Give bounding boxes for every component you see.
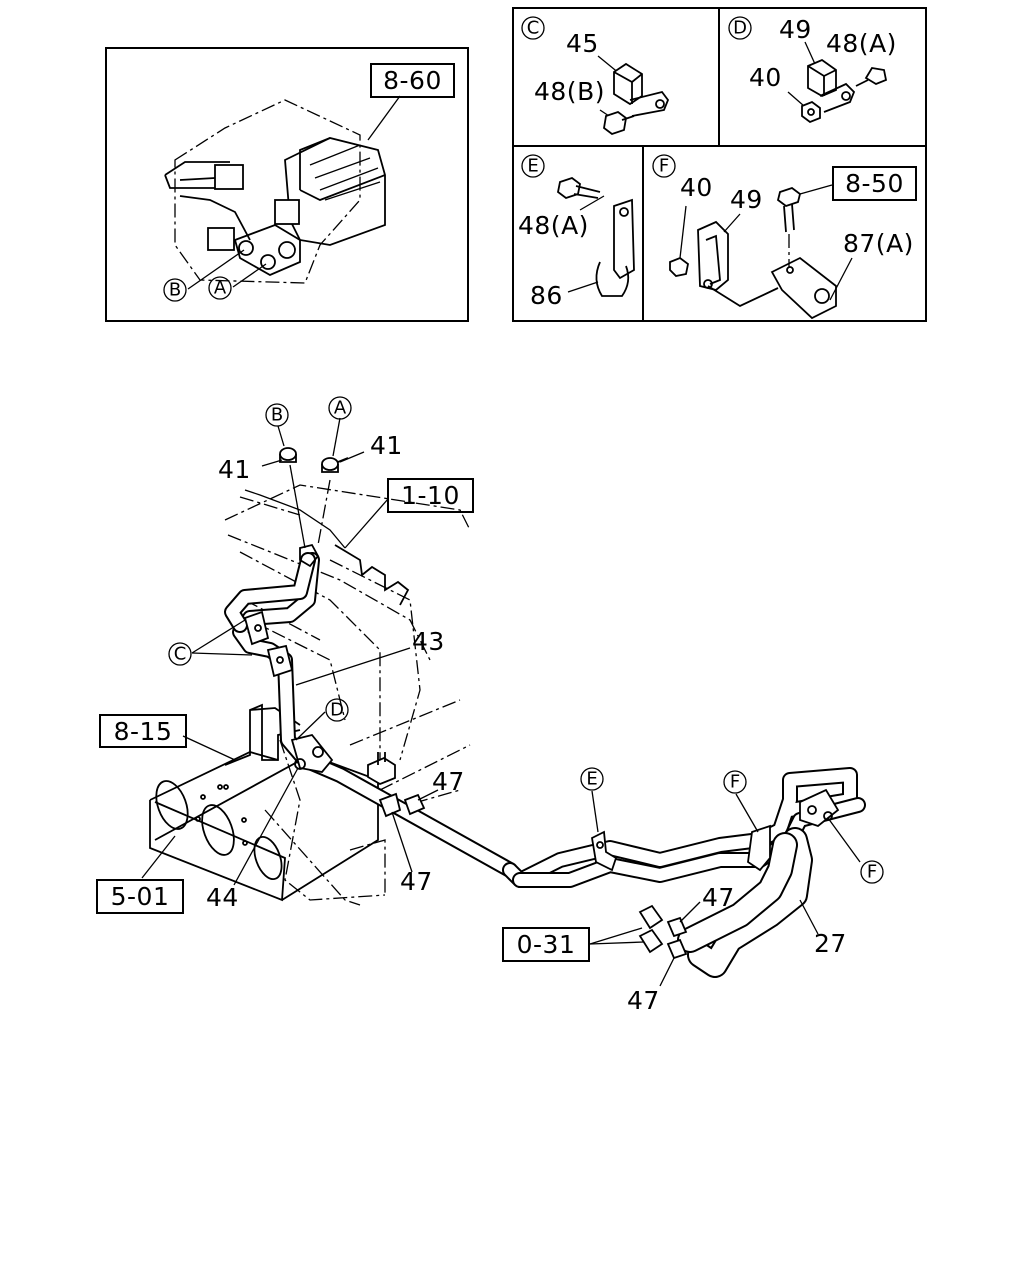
svg-text:F: F [659, 156, 669, 177]
svg-text:1-10: 1-10 [401, 481, 460, 510]
svg-text:D: D [330, 700, 344, 721]
svg-text:D: D [733, 18, 747, 39]
svg-text:C: C [527, 18, 540, 39]
ref-box-8-60: 8-60 [370, 63, 455, 98]
callout-circle-f-right: F [860, 860, 884, 884]
part-label-41-right: 41 [370, 431, 403, 460]
main-assembly [141, 417, 866, 987]
detail-e: E 48(A) 86 [518, 154, 635, 310]
svg-text:87(A): 87(A) [843, 229, 914, 258]
part-label-44: 44 [206, 883, 239, 912]
svg-text:48(A): 48(A) [826, 29, 897, 58]
svg-text:8-60: 8-60 [383, 66, 442, 95]
detail-c: C 45 48(B) [521, 16, 670, 136]
detail-d: D 49 48(A) 40 [728, 15, 897, 124]
svg-text:48(A): 48(A) [518, 211, 589, 240]
ref-box-5-01: 5-01 [96, 879, 184, 914]
svg-text:5-01: 5-01 [111, 882, 170, 911]
ref-box-1-10: 1-10 [387, 478, 474, 513]
svg-text:E: E [527, 156, 538, 177]
callout-circle-e-main: E [580, 767, 604, 791]
part-label-27: 27 [814, 929, 847, 958]
svg-text:48(B): 48(B) [534, 77, 605, 106]
svg-text:49: 49 [779, 15, 812, 44]
part-label-47-right: 47 [702, 883, 735, 912]
callout-circle-f-main: F [723, 770, 747, 794]
ref-box-8-50: 8-50 [832, 166, 917, 201]
svg-text:8-15: 8-15 [114, 717, 173, 746]
callout-circle-a: A [208, 276, 232, 300]
svg-text:40: 40 [749, 63, 782, 92]
svg-text:F: F [867, 862, 877, 883]
svg-text:B: B [169, 280, 181, 301]
detail-f: F 40 49 87(A) 8-50 [652, 154, 917, 320]
callout-circle-b: B [163, 278, 187, 302]
detail-grid: C 45 48(B) D 49 48(A) 40 [512, 7, 927, 322]
callout-circle-d-main: D [325, 698, 349, 722]
part-label-43: 43 [412, 627, 445, 656]
svg-text:C: C [174, 644, 187, 665]
svg-text:0-31: 0-31 [517, 930, 576, 959]
callout-circle-a-main: A [328, 396, 352, 420]
svg-text:8-50: 8-50 [845, 169, 904, 198]
svg-text:F: F [730, 772, 740, 793]
svg-text:40: 40 [680, 173, 713, 202]
part-label-47-upper: 47 [432, 767, 465, 796]
ref-box-0-31: 0-31 [502, 927, 590, 962]
part-label-41-left: 41 [218, 455, 251, 484]
svg-text:45: 45 [566, 29, 599, 58]
svg-text:A: A [214, 278, 227, 299]
svg-text:A: A [334, 398, 347, 419]
callout-circle-c-main: C [168, 642, 192, 666]
clip-41-left [279, 447, 297, 463]
svg-text:E: E [586, 769, 597, 790]
svg-text:B: B [271, 405, 283, 426]
ref-box-8-15: 8-15 [99, 714, 187, 748]
part-label-47-bottom: 47 [627, 986, 660, 1015]
svg-text:49: 49 [730, 185, 763, 214]
inset-heater-unit: 8-60 B A [105, 47, 469, 322]
part-label-47-lower: 47 [400, 867, 433, 896]
callout-circle-b-main: B [265, 403, 289, 427]
svg-text:86: 86 [530, 281, 563, 310]
